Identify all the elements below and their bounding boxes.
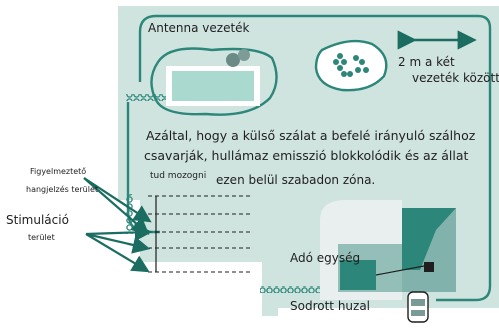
boundary-wire <box>138 14 492 302</box>
transmitter-led <box>424 262 434 272</box>
twisted-wire-chain <box>260 286 352 293</box>
distance-label-line2: vezeték között <box>412 71 499 85</box>
car-icon <box>407 291 429 323</box>
warning-label-line1: Figyelmeztető <box>30 167 86 176</box>
note-line1: Azáltal, hogy a külső szálat a befelé ir… <box>146 128 476 143</box>
twisted-wire-label: Sodrott huzal <box>290 299 370 313</box>
pointer-arrows <box>83 177 153 273</box>
pool-ball-icon <box>226 53 240 67</box>
twisted-wire-chain <box>126 194 133 234</box>
distance-label-line1: 2 m a két <box>398 55 455 69</box>
flower-icon <box>333 53 369 77</box>
transmitter-label: Adó egység <box>290 251 360 265</box>
transmitter-box <box>340 260 376 290</box>
note-line2: csavarják, hullámaz emisszió blokkolódik… <box>144 148 469 163</box>
flower-bed <box>314 39 388 92</box>
stimulation-label-line2: terület <box>28 233 55 242</box>
note-line3-left: tud mozogni <box>150 171 206 181</box>
stimulation-label-line1: Stimuláció <box>6 213 69 227</box>
warning-label-line2: hangjelzés terület <box>26 184 98 194</box>
note-line3-right: ezen belül szabadon zóna. <box>216 173 375 187</box>
twisted-wire-chain <box>126 94 166 101</box>
pool-ball-icon <box>238 49 250 61</box>
antenna-label: Antenna vezeték <box>148 21 250 35</box>
zone-lines <box>148 195 250 273</box>
